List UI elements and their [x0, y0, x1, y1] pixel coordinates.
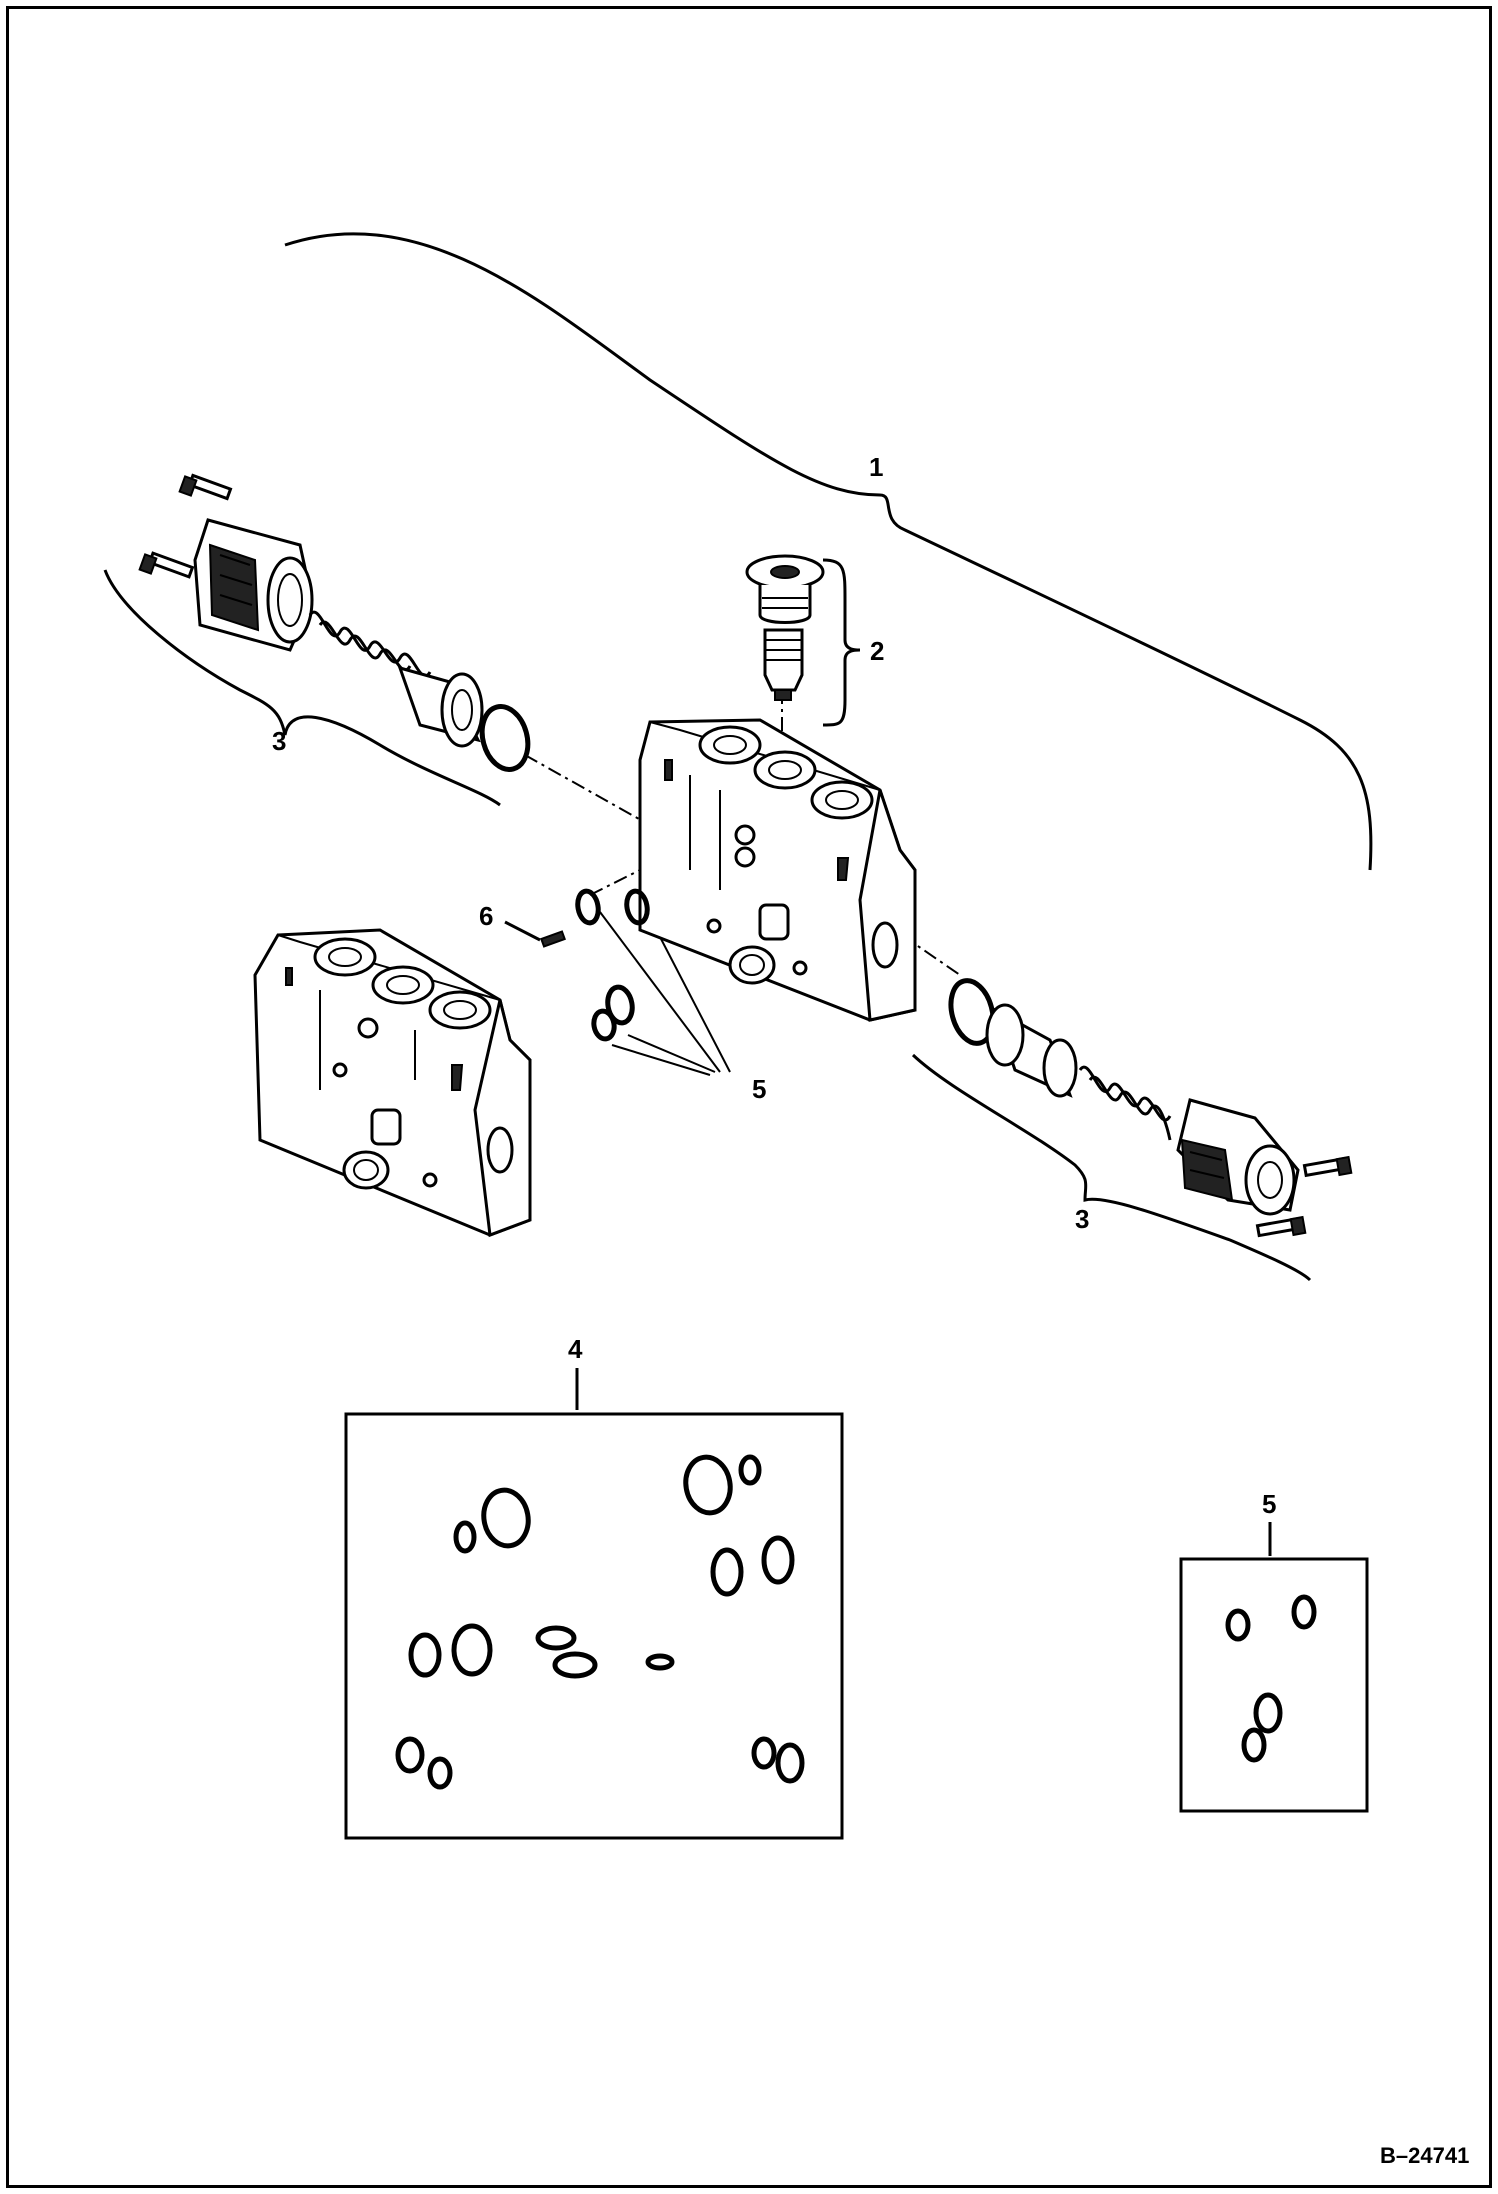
o-ring-icon [479, 704, 531, 772]
leader-6 [504, 920, 541, 942]
o-ring-icon [591, 1008, 617, 1042]
o-ring-kit-box [1179, 1557, 1369, 1813]
spring-icon [1078, 1065, 1172, 1141]
callout-5-kit: 5 [1262, 1489, 1276, 1519]
relief-valve-assembly [745, 554, 825, 701]
drawing-frame [6, 6, 1492, 2188]
drawing-reference-number: B–24741 [1380, 2143, 1469, 2168]
callout-1: 1 [869, 452, 883, 482]
spool-cap-icon [397, 665, 484, 748]
brace-3-right [911, 1053, 1312, 1282]
o-ring-icon [575, 888, 601, 926]
callout-5-top: 5 [752, 1074, 766, 1104]
bolt-icon [1302, 1155, 1353, 1178]
center-line-right [879, 919, 961, 976]
right-end-cap-assembly [948, 978, 1353, 1238]
brace-2 [822, 558, 861, 727]
o-ring-icon [605, 984, 635, 1026]
bolt-icon [1255, 1215, 1307, 1238]
pin-icon [540, 930, 566, 948]
o-ring-icon [624, 888, 650, 926]
end-cap-icon [1176, 1098, 1300, 1216]
end-cap-icon [193, 518, 314, 652]
callout-4: 4 [568, 1334, 583, 1364]
callout-3-right: 3 [1075, 1204, 1089, 1234]
callout-2: 2 [870, 636, 884, 666]
callout-3-left: 3 [272, 726, 286, 756]
seal-kit-box [344, 1412, 844, 1840]
spool-cap-icon [985, 1003, 1078, 1098]
bolt-icon [178, 473, 233, 501]
left-end-cap-assembly [138, 473, 531, 772]
bolt-icon [138, 551, 195, 579]
spring-icon [308, 610, 432, 678]
valve-section-secondary-icon [253, 928, 532, 1238]
brace-3-left [103, 569, 501, 807]
o-ring-icon [948, 978, 996, 1046]
brace-1 [284, 232, 1373, 871]
leaders-5-top [599, 907, 731, 1076]
callout-6: 6 [479, 901, 493, 931]
poppet-icon [763, 628, 804, 701]
plug-icon [745, 554, 825, 624]
valve-section-main-icon [638, 718, 917, 1022]
